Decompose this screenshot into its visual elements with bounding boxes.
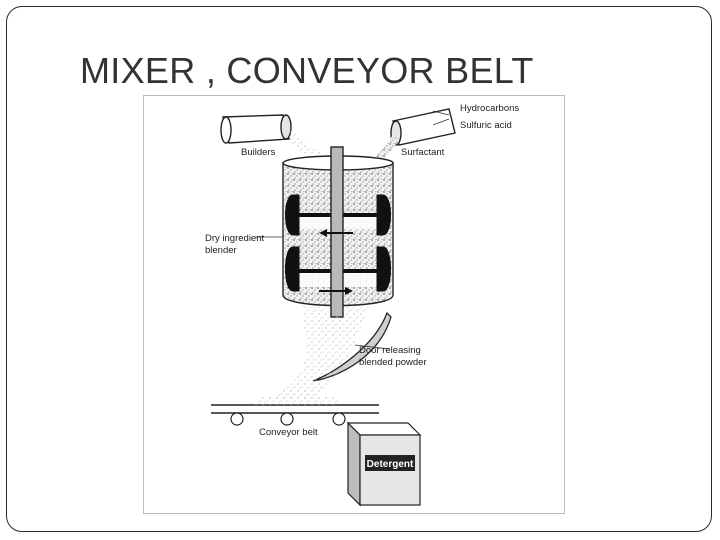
label-hydrocarbons: Hydrocarbons	[460, 103, 519, 114]
label-conveyor-belt: Conveyor belt	[259, 427, 318, 438]
detergent-process-diagram: Builders Surfactant Hydrocarbons Sulfuri…	[143, 95, 565, 514]
slide-title: MIXER , CONVEYOR BELT	[80, 50, 534, 92]
builders-pipe	[221, 115, 291, 143]
label-door-line1: Door releasing	[359, 345, 421, 356]
label-dry-blender-line1: Dry ingredient	[205, 233, 264, 244]
label-sulfuric-acid: Sulfuric acid	[460, 120, 512, 131]
label-builders: Builders	[241, 147, 276, 158]
label-detergent: Detergent	[367, 459, 414, 470]
label-dry-blender-line2: blender	[205, 245, 237, 256]
label-door-line2: blended powder	[359, 357, 427, 368]
diagram-canvas: Builders Surfactant Hydrocarbons Sulfuri…	[143, 95, 565, 514]
label-surfactant: Surfactant	[401, 147, 445, 158]
